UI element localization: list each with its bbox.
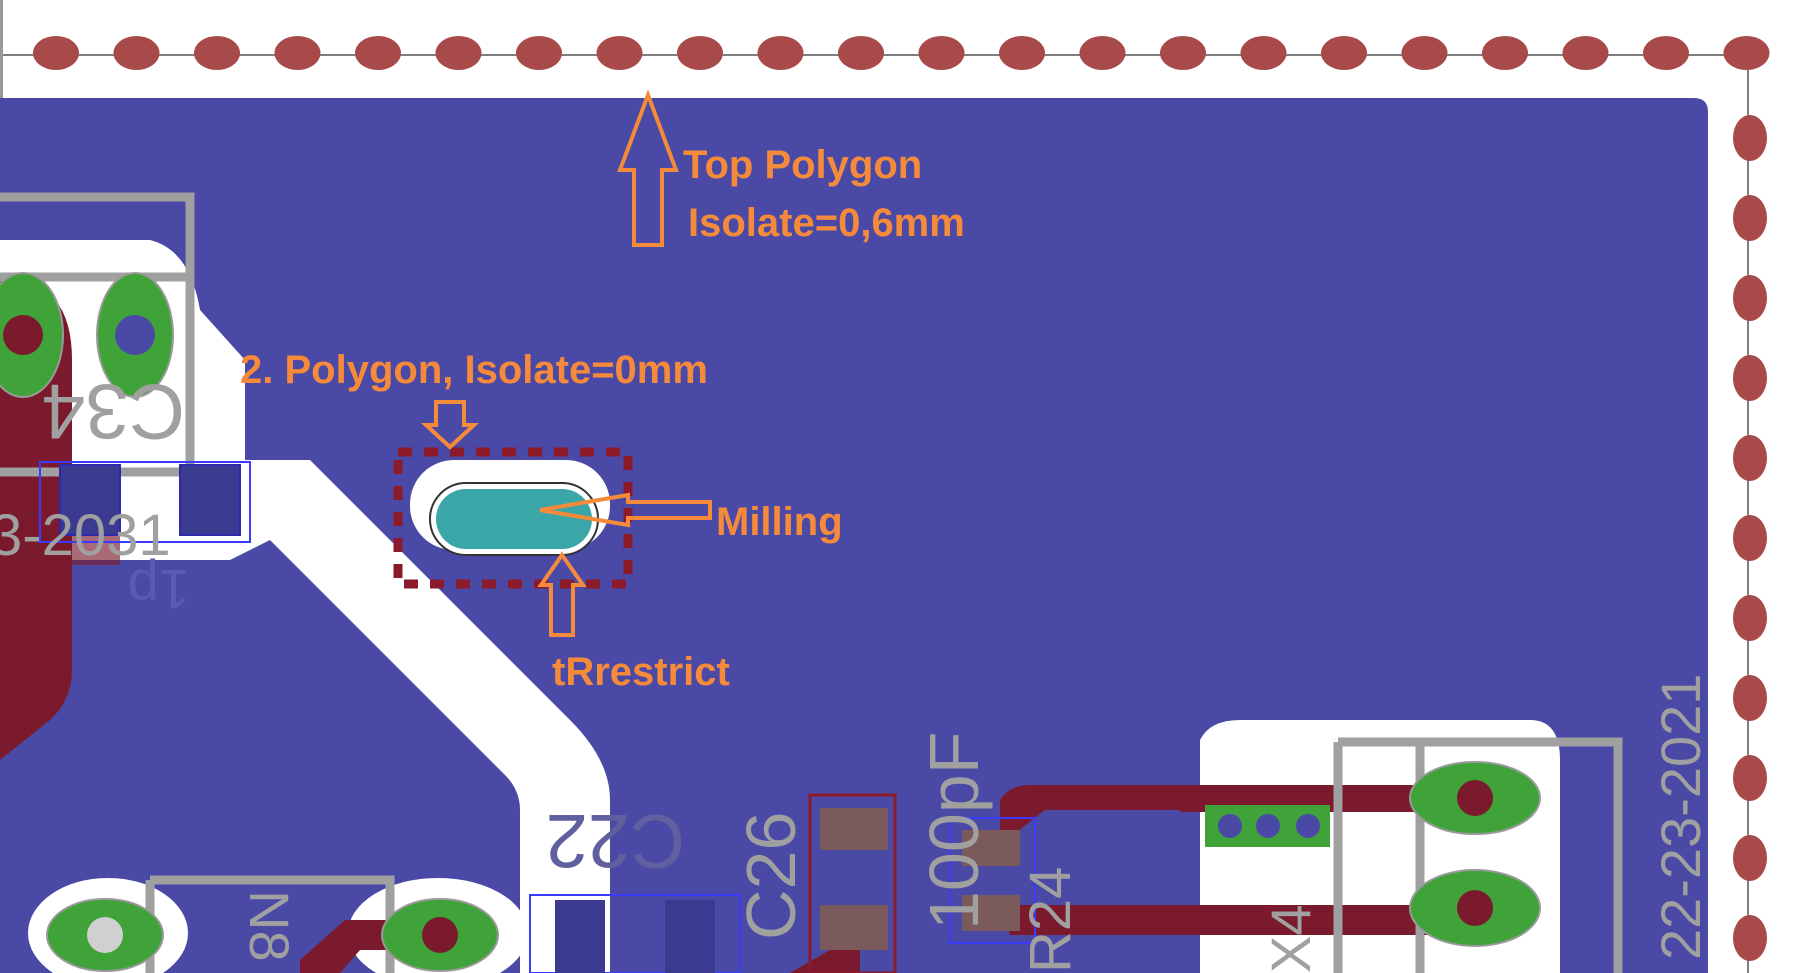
frame-dot (113, 36, 160, 70)
label-c34: C34 (42, 368, 185, 456)
milling-label: Milling (716, 500, 843, 544)
frame-dot (596, 36, 643, 70)
through-hole-pads (0, 272, 1541, 972)
frame-dot (1733, 515, 1767, 561)
label-date-left: 3-2031 (0, 503, 171, 568)
frame-dot (1733, 435, 1767, 481)
label-x4: X4 (1259, 905, 1322, 973)
frame-dot (1733, 755, 1767, 801)
frame-dot (1643, 36, 1689, 70)
frame-dot (1733, 355, 1767, 401)
trestrict-arrow (537, 551, 587, 637)
frame-dot (1733, 915, 1767, 961)
label-cap-value: 100pF (915, 732, 993, 930)
frame-dot (355, 36, 401, 70)
top-polygon-isolate: Isolate=0,6mm (688, 201, 965, 245)
frame-dot (1321, 36, 1367, 70)
label-r24: R24 (1018, 867, 1083, 973)
frame-dot (1733, 195, 1767, 241)
frame-dot (1482, 36, 1528, 70)
label-c22: C22 (546, 798, 685, 883)
label-n8: N8 (238, 890, 301, 962)
top-polygon-arrow (617, 89, 679, 247)
frame-dot (838, 36, 884, 70)
frame-dot (1723, 36, 1770, 70)
trestrict-label: tRrestrict (552, 650, 730, 694)
frame-dot (757, 36, 804, 70)
frame-dot (1733, 675, 1767, 721)
silkscreen-text: C34 3-2031 1p C22 C26 100pF R24 X4 N8 22… (0, 368, 1712, 973)
frame-dot (918, 36, 965, 70)
milling-arrow (539, 492, 712, 528)
frame-dot (435, 36, 482, 70)
label-1p: 1p (128, 558, 190, 621)
frame-dot (1733, 275, 1767, 321)
label-date-right: 22-23-2021 (1649, 674, 1712, 960)
polygon-arrow (420, 400, 480, 450)
top-polygon-title: Top Polygon (683, 143, 923, 187)
smd-pads (39, 461, 1036, 973)
frame-dot (1733, 115, 1767, 161)
frame-dot (1079, 36, 1126, 70)
second-polygon-label: 2. Polygon, Isolate=0mm (240, 348, 708, 392)
frame-dot (677, 36, 723, 70)
frame-dot (33, 36, 79, 70)
frame-dot (516, 36, 562, 70)
frame-dot (1401, 36, 1448, 70)
milling-slot (429, 482, 599, 556)
frame-dot (1562, 36, 1609, 70)
frame-dot (1733, 595, 1767, 641)
frame-dots (33, 36, 1770, 961)
frame-dot (274, 36, 321, 70)
label-c26: C26 (732, 812, 810, 940)
frame-dot (1160, 36, 1206, 70)
frame-dot (1240, 36, 1287, 70)
frame-dot (999, 36, 1045, 70)
bottom-copper (0, 280, 1480, 973)
annotation-arrows (420, 89, 712, 637)
frame-dot (1733, 835, 1767, 881)
frame-dot (194, 36, 240, 70)
